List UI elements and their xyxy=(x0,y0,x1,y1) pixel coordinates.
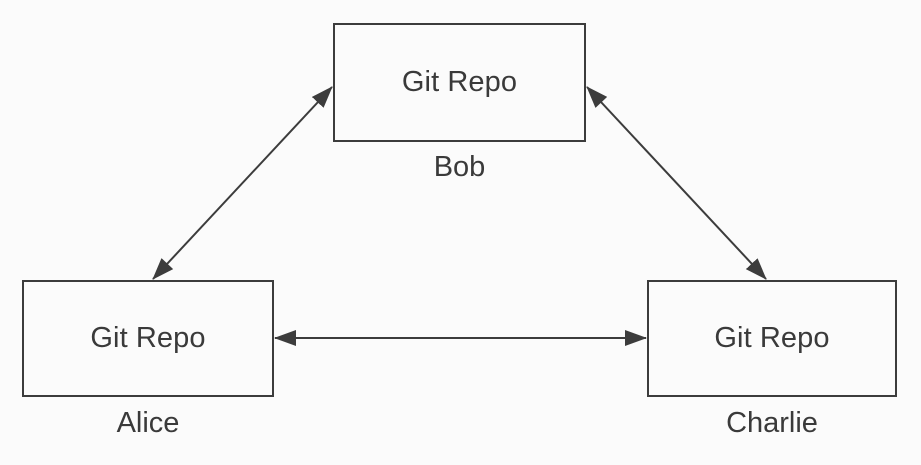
node-bob-caption: Bob xyxy=(433,151,486,183)
node-alice-title: Git Repo xyxy=(90,322,206,354)
node-charlie[interactable]: Git Repo xyxy=(647,280,897,397)
node-bob-title: Git Repo xyxy=(401,66,518,98)
node-charlie-caption: Charlie xyxy=(726,407,818,439)
edge-bob-charlie xyxy=(586,86,767,280)
node-alice-caption: Alice xyxy=(116,407,180,439)
node-bob[interactable]: Git Repo xyxy=(333,23,586,142)
edge-alice-bob xyxy=(152,86,333,280)
node-charlie-title: Git Repo xyxy=(714,322,830,354)
node-alice[interactable]: Git Repo xyxy=(22,280,274,397)
